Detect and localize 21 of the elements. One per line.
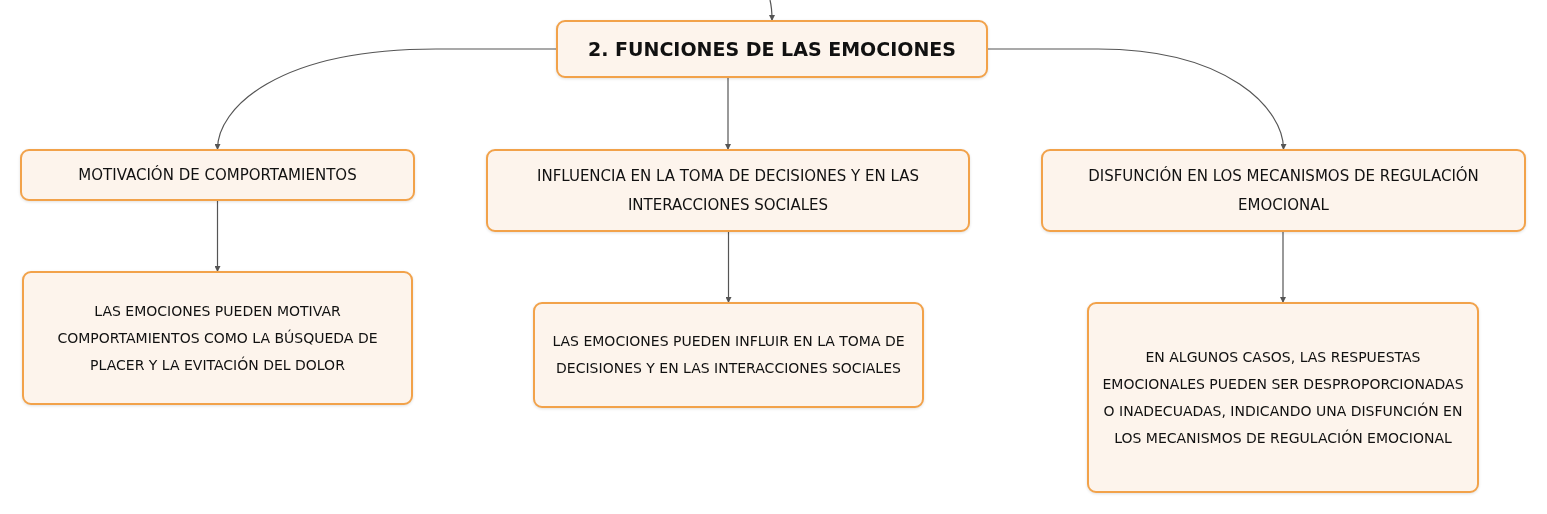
concept-box — [486, 149, 970, 232]
concept-box — [20, 149, 415, 201]
connector-arrow — [725, 231, 732, 303]
connector-arrow — [215, 48, 557, 150]
concept-box — [1087, 302, 1479, 493]
connector-arrow — [1280, 231, 1286, 303]
concept-box — [22, 271, 413, 405]
topic-title: 2. FUNCIONES DE LAS EMOCIONES — [588, 36, 956, 62]
concept-text: INFLUENCIA EN LA TOMA DE DECISIONES Y EN LAS INTERACCIONES SOCIALES — [536, 165, 920, 216]
connector-arrow — [987, 48, 1286, 150]
concept-text: DISFUNCIÓN EN LOS MECANISMOS DE REGULACIÓN EMOCIONAL — [1087, 165, 1480, 216]
concept-text: LAS EMOCIONES PUEDEN INFLUIR EN LA TOMA DE DECISIONES Y EN LAS INTERACCIONES SOCIALES — [551, 332, 906, 378]
concept-text: EN ALGUNOS CASOS, LAS RESPUESTAS EMOCIONALES PUEDEN SER DESPROPORCIONADAS O INADECUADAS, INDICANDO UNA DISFUNCIÓN EN LOS MECANISMOS DE REGULACIÓN EMOCIONAL — [1101, 347, 1465, 448]
concept-box — [533, 302, 924, 408]
connector-arrow — [725, 77, 731, 150]
concept-box — [1041, 149, 1526, 232]
concept-text: LAS EMOCIONES PUEDEN MOTIVAR COMPORTAMIENTOS COMO LA BÚSQUEDA DE PLACER Y LA EVITACIÓN DEL DOLOR — [56, 301, 379, 375]
connector-arrow — [768, 0, 775, 21]
concept-text: MOTIVACIÓN DE COMPORTAMIENTOS — [78, 164, 357, 186]
connector-arrow — [214, 200, 221, 272]
topic-box — [556, 20, 988, 78]
